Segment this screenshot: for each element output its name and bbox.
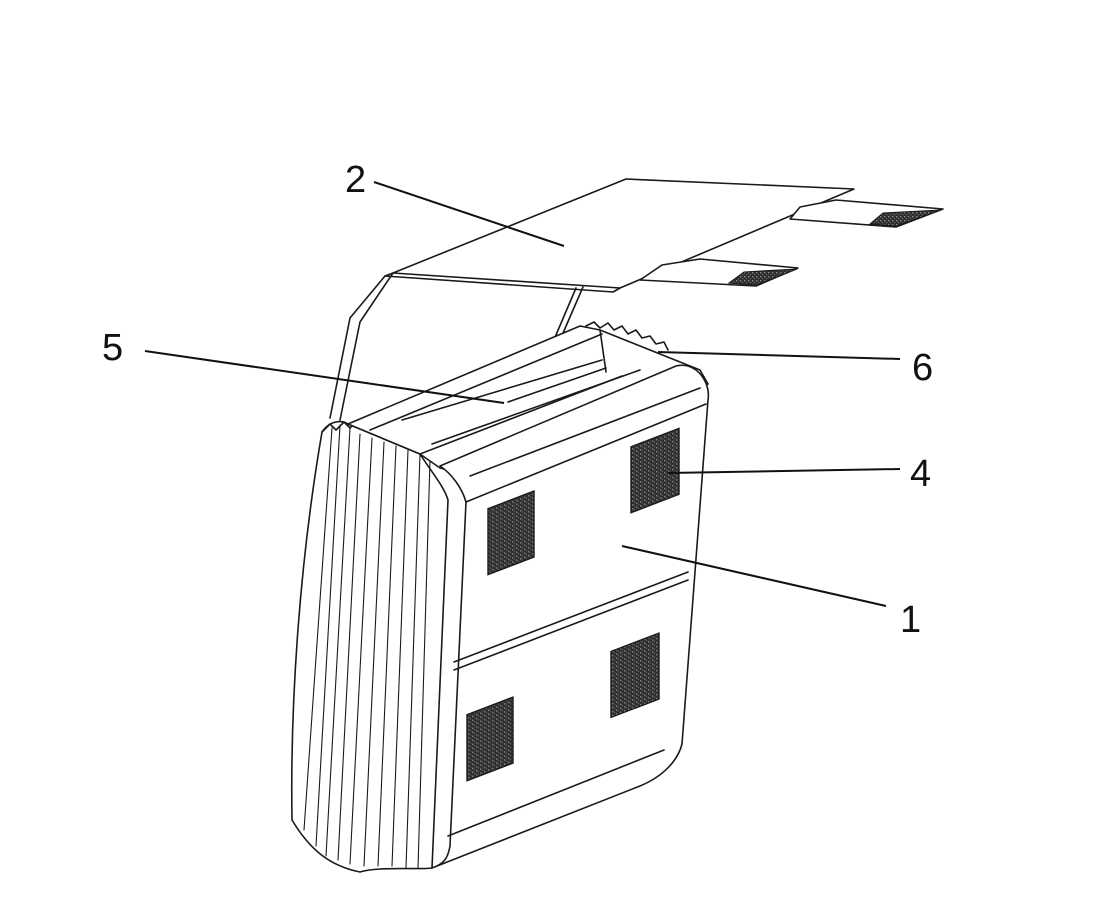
pouch-body [290,321,710,873]
label-4: 4 [910,453,931,495]
hook-patch-upper-left [487,490,535,576]
leader-line-4 [667,468,901,474]
label-2: 2 [345,159,366,201]
hook-patch-upper-right [630,427,680,514]
leader-lines [144,181,901,607]
leader-line-5 [144,350,505,404]
reference-numerals: 2 5 6 4 1 [102,159,933,641]
leader-line-2 [373,181,565,247]
leader-line-1 [621,545,887,607]
hook-patch-lower-right [610,632,660,719]
hook-patch-lower-left [466,696,514,782]
label-6: 6 [912,347,933,389]
leader-line-6 [657,351,901,360]
label-1: 1 [900,599,921,641]
strap-hook-patch-1 [868,209,942,227]
strap-hook-patch-2 [727,268,798,286]
label-5: 5 [102,327,123,369]
lid-flap [329,178,944,421]
